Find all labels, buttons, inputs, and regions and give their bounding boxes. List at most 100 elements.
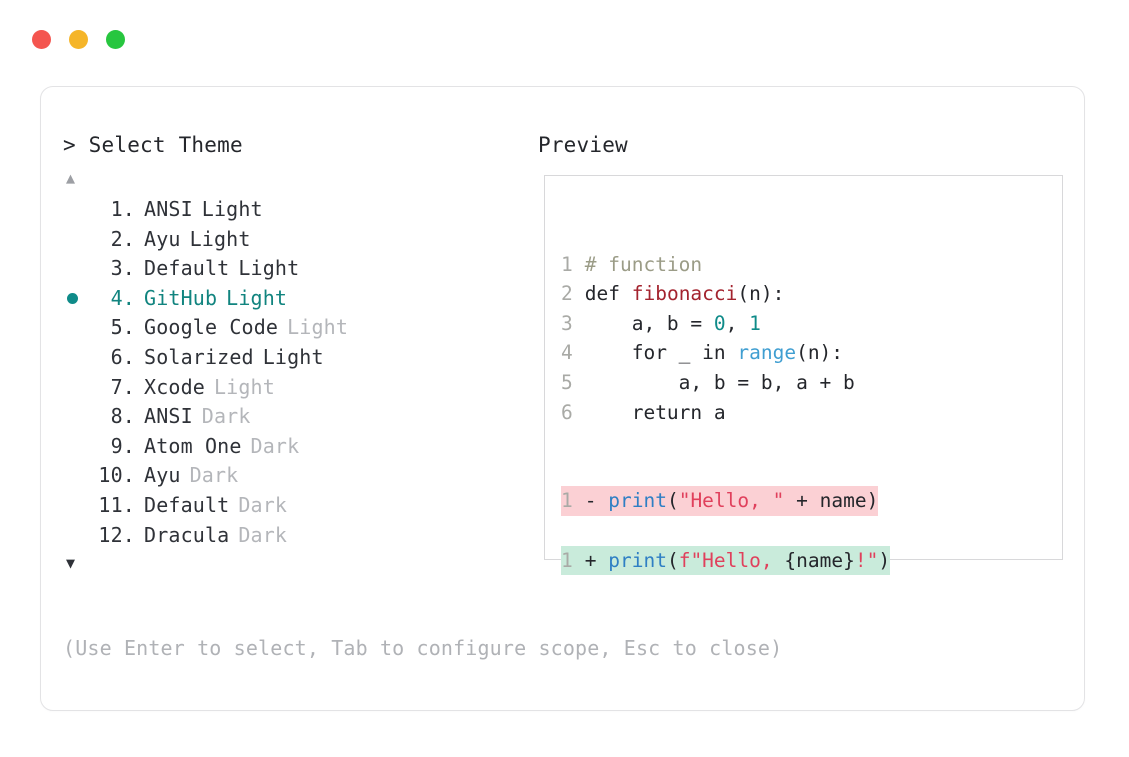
code-line: 6 return a <box>561 401 726 424</box>
token-call: print <box>608 489 667 513</box>
token-number: 1 <box>749 311 761 335</box>
scroll-up-icon[interactable]: ▲ <box>66 169 76 187</box>
code-line: 2 def fibonacci(n): <box>561 282 784 305</box>
token-call: print <box>608 548 667 572</box>
theme-item-name: Default <box>144 492 230 517</box>
theme-item-index: 5. <box>110 315 135 340</box>
theme-list-item[interactable]: 3. Default Light <box>63 256 503 286</box>
theme-item-index: 10. <box>98 463 135 488</box>
token-string: "Hello, " <box>678 489 785 513</box>
theme-item-index: 3. <box>110 256 135 281</box>
diff-line-added: 1 + print(f"Hello, {name}!") <box>561 545 891 576</box>
code-block: 1 # function 2 def fibonacci(n): 3 a, b … <box>561 220 891 634</box>
token-text: return a <box>584 400 726 424</box>
theme-item-variant: Dark <box>189 463 239 488</box>
theme-list-item[interactable]: 10. Ayu Dark <box>63 463 503 493</box>
theme-item-variant: Light <box>226 285 288 310</box>
theme-item-index: 2. <box>110 226 135 251</box>
theme-item-name: Solarized <box>144 344 254 369</box>
theme-item-variant: Dark <box>238 492 288 517</box>
page-title: > Select Theme <box>63 133 243 157</box>
theme-item-variant: Light <box>213 374 275 399</box>
code-line: 4 for _ in range(n): <box>561 341 843 364</box>
theme-item-index: 12. <box>98 522 135 547</box>
theme-item-variant: Light <box>189 226 251 251</box>
token-text: for _ in <box>584 341 738 365</box>
preview-label: Preview <box>538 133 628 157</box>
token-builtin: range <box>737 341 797 365</box>
theme-item-index: 11. <box>98 492 135 517</box>
theme-item-index: 9. <box>110 433 135 458</box>
line-number: 2 <box>561 282 573 306</box>
theme-list-item[interactable]: 2. Ayu Light <box>63 227 503 257</box>
token-number: 0 <box>713 311 726 335</box>
theme-item-index: 8. <box>110 404 135 429</box>
line-number: 5 <box>561 370 573 394</box>
token-text: a, b = <box>584 311 714 335</box>
theme-list-item[interactable]: 11. Default Dark <box>63 493 503 523</box>
token-text: + name <box>784 489 867 513</box>
theme-item-index: 1. <box>110 197 135 221</box>
line-number: 6 <box>561 400 573 424</box>
theme-item-name: ANSI <box>144 197 193 221</box>
theme-item-variant: Light <box>201 197 263 221</box>
code-preview-box: 1 # function 2 def fibonacci(n): 3 a, b … <box>544 175 1063 576</box>
token-punct: (n): <box>737 282 785 306</box>
code-line: 3 a, b = 0, 1 <box>561 312 761 335</box>
line-number: 1 <box>561 548 573 572</box>
theme-item-index: 6. <box>110 344 135 369</box>
token-punct: (n): <box>796 341 844 365</box>
token-punct: ) <box>866 489 879 513</box>
diff-line-deleted: 1 - print("Hello, " + name) <box>561 486 879 516</box>
theme-list-item[interactable]: 1. ANSI Light <box>63 197 503 227</box>
theme-item-name: Google Code <box>144 315 279 340</box>
theme-picker-card: > Select Theme Preview ▲ 1. ANSI Light 2. Ay… <box>40 86 1085 711</box>
token-space <box>620 282 632 305</box>
maximize-dot[interactable] <box>106 30 125 49</box>
window-traffic-lights <box>32 30 125 49</box>
keyboard-hint: (Use Enter to select, Tab to configure s… <box>63 636 783 660</box>
token-string: ! <box>854 548 867 572</box>
theme-item-index: 4. <box>110 285 135 310</box>
theme-item-name: ANSI <box>144 404 193 429</box>
theme-item-name: Xcode <box>144 374 205 399</box>
token-text: a, b = b, a + b <box>584 370 855 394</box>
token-keyword: def <box>584 282 620 306</box>
token-punct: , <box>725 311 750 335</box>
code-line: 5 a, b = b, a + b <box>561 371 855 394</box>
theme-item-name: Ayu <box>144 226 181 251</box>
theme-item-name: Default <box>144 256 230 281</box>
minimize-dot[interactable] <box>69 30 88 49</box>
code-line: 1 # function <box>561 253 702 276</box>
token-string: f"Hello, <box>678 548 785 572</box>
diff-sign-minus: - <box>584 489 597 513</box>
token-function-name: fibonacci <box>631 282 738 306</box>
close-dot[interactable] <box>32 30 51 49</box>
theme-item-name: Atom One <box>144 433 242 458</box>
theme-item-variant: Dark <box>238 522 288 547</box>
token-fstring-expr: {name} <box>784 548 855 572</box>
theme-item-variant: Light <box>287 315 349 340</box>
code-blank-line <box>561 427 890 457</box>
theme-list-item[interactable]: 9. Atom One Dark <box>63 434 503 464</box>
scroll-down-icon[interactable]: ▼ <box>66 554 76 573</box>
theme-item-name: Ayu <box>144 463 181 488</box>
line-number: 4 <box>561 341 573 365</box>
line-number: 3 <box>561 311 573 335</box>
theme-item-variant: Light <box>238 256 300 281</box>
token-string: " <box>866 548 879 572</box>
token-comment: # function <box>584 252 703 276</box>
line-number: 1 <box>561 489 573 513</box>
theme-item-variant: Dark <box>250 433 300 458</box>
theme-list-item[interactable]: 8. ANSI Dark <box>63 404 503 434</box>
theme-item-variant: Dark <box>201 404 251 429</box>
token-punct: ) <box>878 548 891 572</box>
line-number: 1 <box>561 252 573 276</box>
theme-list-item[interactable]: 5. Google Code Light <box>63 315 503 345</box>
